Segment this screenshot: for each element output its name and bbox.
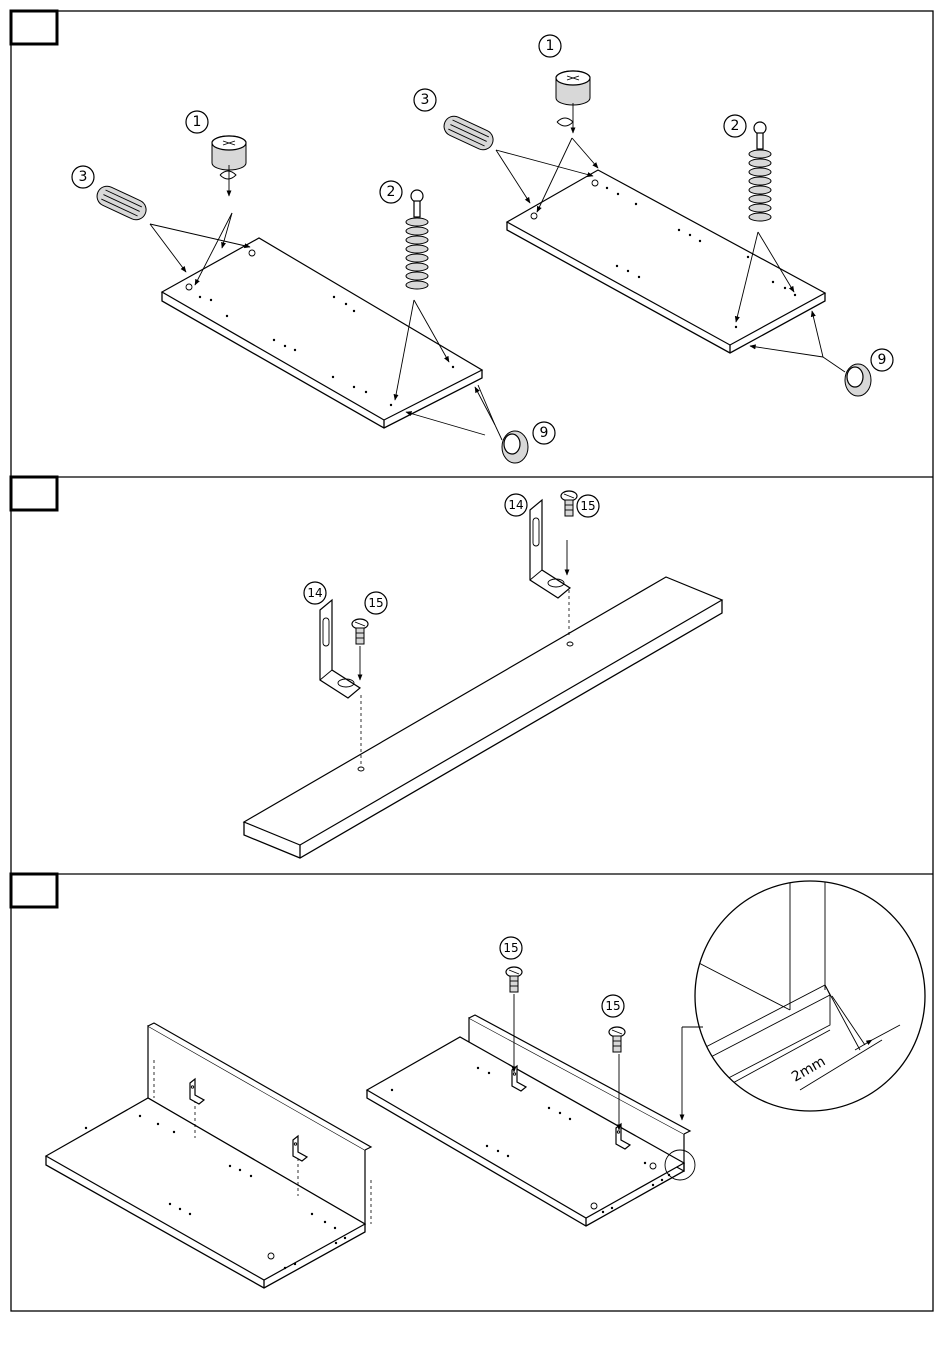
screw-icon xyxy=(609,1027,625,1052)
cam-lock-icon xyxy=(556,71,590,105)
dowel-icon xyxy=(94,183,150,223)
part-number-label: 1 xyxy=(546,38,555,54)
part-number-label: 15 xyxy=(368,596,383,610)
step-3-assembly-right xyxy=(367,967,703,1226)
screw-icon xyxy=(352,619,368,644)
step-number-box xyxy=(11,11,57,44)
part-number-label: 1 xyxy=(193,114,202,130)
part-number-label: 9 xyxy=(878,352,887,368)
part-number-label: 3 xyxy=(421,92,430,108)
part-number-label: 3 xyxy=(79,169,88,185)
step-3-detail-view: 2mm xyxy=(693,880,925,1111)
cam-bolt-icon xyxy=(749,122,771,221)
connector-cap-icon xyxy=(502,431,528,463)
part-number-label: 14 xyxy=(307,586,322,600)
step-1-board-left xyxy=(162,238,482,428)
step-1-board-right xyxy=(507,170,825,353)
step-3-assembly-left xyxy=(46,1023,371,1288)
step-number-box xyxy=(11,477,57,510)
cam-lock-icon xyxy=(212,136,246,170)
angle-bracket-icon xyxy=(530,500,570,598)
cam-bolt-icon xyxy=(406,190,428,289)
screw-icon xyxy=(506,967,522,992)
angle-bracket-icon xyxy=(320,600,360,698)
part-number-label: 15 xyxy=(605,999,620,1013)
part-number-label: 15 xyxy=(503,941,518,955)
part-number-label: 2 xyxy=(387,184,396,200)
dowel-icon xyxy=(441,113,497,153)
detail-dimension-label: 2mm xyxy=(789,1054,828,1086)
part-number-label: 9 xyxy=(540,425,549,441)
part-number-label: 2 xyxy=(731,118,740,134)
connector-cap-icon xyxy=(845,364,871,396)
step-2-rail xyxy=(244,577,722,858)
part-number-label: 15 xyxy=(580,499,595,513)
screw-icon xyxy=(561,491,577,516)
step-number-box xyxy=(11,874,57,907)
part-number-label: 14 xyxy=(508,498,523,512)
